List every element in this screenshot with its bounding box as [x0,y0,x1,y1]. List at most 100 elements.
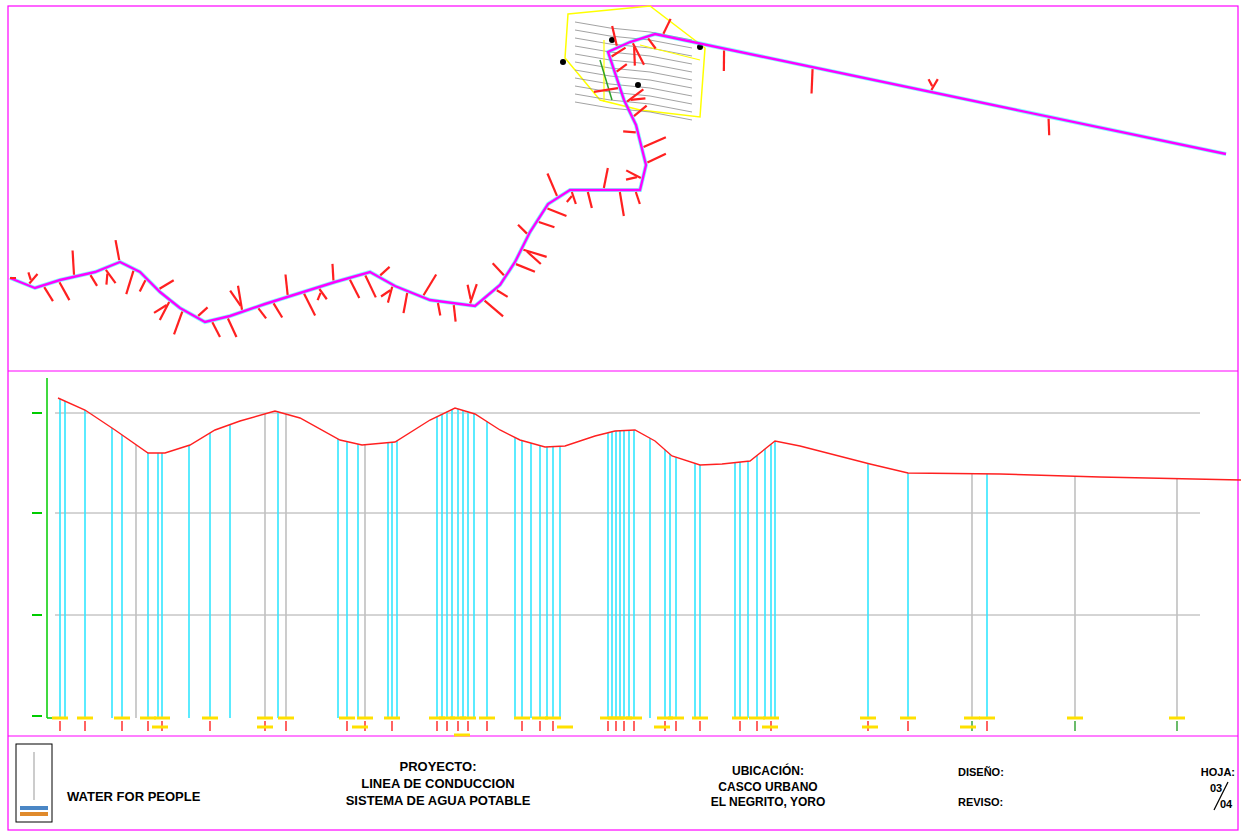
station-drop-line [364,445,366,718]
station-drop-line [486,422,488,718]
station-marker [384,717,400,720]
station-tick [160,280,174,288]
branch-line [600,60,612,100]
station-drop-line [121,435,123,718]
station-marker [479,717,495,720]
station-tick [588,192,592,208]
station-tick [381,290,390,296]
logo-mark [20,812,48,816]
station-drop-line [357,444,359,718]
station-tick [527,251,541,264]
station-drop-line [559,446,561,718]
station-drop-line [986,474,988,718]
station-tick [612,26,617,46]
station-marker-tick [467,721,468,731]
station-tick [331,264,334,280]
station-marker [900,717,916,720]
station-tick [633,47,636,66]
station-drop-line [285,414,287,718]
station-marker [257,726,273,729]
station-marker [152,726,168,729]
station-tick [470,284,477,303]
station-tick [723,51,725,71]
urban-area-outline [565,6,705,117]
station-marker [862,726,878,729]
station-drop-line [633,430,635,718]
station-drop-line [546,447,548,718]
station-marker-tick [59,721,60,731]
station-tick [620,192,624,216]
station-marker-tick [623,721,624,731]
station-marker [762,726,778,729]
station-drop-line [764,449,766,718]
station-drop-line [739,462,741,718]
station-tick [518,225,527,234]
station-tick [403,293,407,313]
field-heading: PROYECTO: [399,760,476,774]
station-tick [140,280,146,291]
survey-point [560,59,566,65]
station-tick [623,130,636,133]
station-tick [572,192,576,204]
pipe-route-shadow [10,34,1226,322]
station-marker-tick [539,721,540,731]
station-tick [626,177,637,180]
station-marker [763,717,779,720]
station-tick [198,307,207,316]
sheet-total: 04 [1220,797,1232,811]
station-marker [557,726,573,729]
station-drop-line [734,463,736,718]
panel-divider [8,370,1238,371]
station-marker [154,717,170,720]
axis-tick [32,715,42,717]
grid-line [55,615,1200,616]
location-name: CASCO URBANO [718,780,817,794]
station-tick [612,48,626,57]
station-marker [1067,717,1083,720]
station-marker-tick [907,721,908,731]
station-marker [357,717,373,720]
station-tick [388,287,392,303]
station-tick [105,274,108,285]
project-name: LINEA DE CONDUCCION [361,777,514,791]
station-drop-line [747,461,749,718]
station-marker [140,717,156,720]
station-tick [59,282,69,300]
contour-line [575,70,692,88]
station-tick [126,271,133,294]
station-marker [202,717,218,720]
station-tick [633,43,644,65]
station-marker [860,717,876,720]
station-marker-tick [699,721,700,731]
station-tick [647,154,665,163]
station-tick [631,98,646,100]
station-drop-line [1074,476,1076,718]
station-marker [52,717,68,720]
station-marker [692,717,708,720]
station-drop-line [473,414,475,718]
location-name: EL NEGRITO, YORO [711,795,826,809]
contour-line [575,62,692,80]
station-drop-line [907,473,909,718]
station-marker-tick [552,721,553,731]
station-tick [350,280,359,298]
station-drop-line [774,441,776,718]
station-marker-tick [147,721,148,731]
station-marker [1169,717,1185,720]
station-tick [154,305,167,313]
station-tick [516,264,535,272]
station-tick [497,290,508,297]
axis-tick [32,512,42,514]
station-tick [10,277,16,279]
station-tick [493,263,504,275]
station-tick [318,293,321,300]
logo-frame [16,744,52,822]
station-marker [454,734,470,737]
station-marker-tick [607,721,608,731]
station-drop-line [441,414,443,718]
station-tick [438,303,440,315]
station-drop-line [539,446,541,718]
station-drop-line [337,439,339,718]
